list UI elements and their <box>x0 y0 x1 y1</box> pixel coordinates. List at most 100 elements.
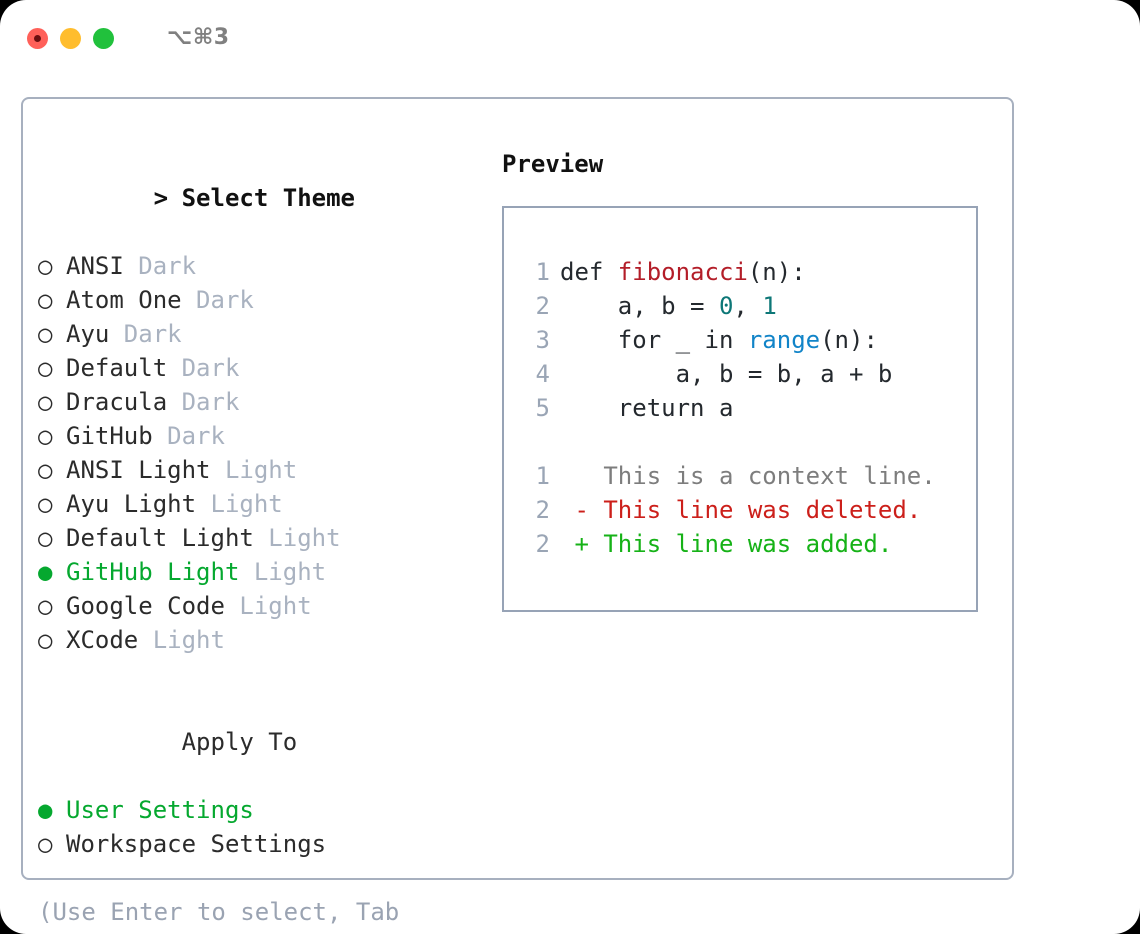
diff-sample: 1 This is a context line.2 - This line w… <box>504 459 976 561</box>
theme-option-ayu-light[interactable]: ○ Ayu Light Light <box>38 487 488 521</box>
theme-variant-badge: Light <box>224 592 312 620</box>
theme-option-label: ANSI <box>66 252 124 280</box>
code-text: (n): <box>747 258 806 286</box>
theme-variant-badge: Dark <box>109 320 182 348</box>
prompt-caret-icon: > <box>153 184 169 212</box>
apply-to-option-workspace-settings[interactable]: ○ Workspace Settings <box>38 827 488 861</box>
theme-variant-badge: Light <box>196 490 283 518</box>
code-text: a, b = b, a + b <box>560 360 893 388</box>
theme-option-xcode[interactable]: ○ XCode Light <box>38 623 488 657</box>
theme-selector-card: >Select Theme ○ANSI Dark○Atom One Dark○A… <box>21 97 1014 934</box>
line-number: 2 <box>535 496 550 524</box>
code-text: (n): <box>820 326 878 354</box>
theme-option-default-light[interactable]: ○ Default Light Light <box>38 521 488 555</box>
theme-option-ayu[interactable]: ○Ayu Dark <box>38 317 488 351</box>
radio-unselected-icon: ○ <box>38 524 53 552</box>
theme-option-label: ANSI Light <box>66 456 211 484</box>
theme-option-label: XCode <box>66 626 139 654</box>
radio-unselected-icon: ○ <box>38 830 53 858</box>
line-number: 3 <box>535 326 550 354</box>
diff-line: 2 + This line was added. <box>504 527 976 561</box>
theme-option-label: Dracula <box>66 388 168 416</box>
code-token-fn: fibonacci <box>617 258 748 286</box>
theme-option-github[interactable]: ○ GitHub Dark <box>38 419 488 453</box>
apply-to-option-user-settings[interactable]: ●User Settings <box>38 793 488 827</box>
radio-unselected-icon: ○ <box>38 286 53 314</box>
code-line: 2 a, b = 0, 1 <box>504 289 976 323</box>
select-theme-heading: > Select Theme <box>38 147 488 249</box>
title-bar: ⌥⌘3 <box>0 0 1140 76</box>
theme-option-label: Ayu Light <box>66 490 197 518</box>
theme-option-google-code[interactable]: ○ Google Code Light <box>38 589 488 623</box>
line-number: 1 <box>535 462 550 490</box>
line-number: 2 <box>535 530 550 558</box>
code-token-num: 1 <box>762 292 777 320</box>
code-text: for _ in <box>560 326 748 354</box>
theme-option-github-light[interactable]: ●GitHub Light Light <box>38 555 488 589</box>
theme-list-column: >Select Theme ○ANSI Dark○Atom One Dark○A… <box>38 147 488 934</box>
line-number: 1 <box>535 258 550 286</box>
minimize-window-button[interactable] <box>60 27 81 49</box>
theme-option-dracula[interactable]: ○ Dracula Dark <box>38 385 488 419</box>
select-theme-heading-label: Select Theme <box>181 184 355 212</box>
theme-option-list[interactable]: ○ANSI Dark○Atom One Dark○Ayu Dark○Defaul… <box>38 249 488 657</box>
theme-option-label: Atom One <box>66 286 182 314</box>
line-number: 2 <box>535 292 550 320</box>
close-window-button[interactable] <box>27 27 48 49</box>
code-text: def <box>560 258 618 286</box>
theme-variant-badge: Light <box>138 626 225 654</box>
radio-unselected-icon: ○ <box>38 354 53 382</box>
theme-variant-badge: Light <box>210 456 298 484</box>
preview-heading: Preview <box>502 150 604 178</box>
radio-unselected-icon: ○ <box>38 626 53 654</box>
radio-unselected-icon: ○ <box>38 490 53 518</box>
preview-spacer <box>504 425 976 459</box>
radio-unselected-icon: ○ <box>38 388 53 416</box>
window-controls <box>27 27 114 49</box>
code-text: return a <box>560 394 734 422</box>
code-token-num: 0 <box>718 292 734 320</box>
theme-variant-badge: Dark <box>152 422 225 450</box>
theme-variant-badge: Dark <box>181 286 254 314</box>
keyboard-shortcut-label: ⌥⌘3 <box>167 25 230 50</box>
theme-variant-badge: Dark <box>167 354 240 382</box>
code-line: 1 def fibonacci(n): <box>504 255 976 289</box>
theme-option-ansi[interactable]: ○ANSI Dark <box>38 249 488 283</box>
code-text: a, b = <box>560 292 719 320</box>
theme-option-default[interactable]: ○Default Dark <box>38 351 488 385</box>
theme-option-label: Default Light <box>66 524 254 552</box>
theme-option-atom-one[interactable]: ○ Atom One Dark <box>38 283 488 317</box>
theme-variant-badge: Light <box>253 524 341 552</box>
theme-option-label: Google Code <box>66 592 225 620</box>
apply-to-option-label: Workspace Settings <box>66 830 327 858</box>
maximize-window-button[interactable] <box>93 27 114 49</box>
code-token-call: range <box>747 326 821 354</box>
theme-option-label: GitHub <box>66 422 153 450</box>
code-line: 5 return a <box>504 391 976 425</box>
line-number: 5 <box>535 394 550 422</box>
theme-variant-badge: Dark <box>167 388 240 416</box>
code-text: , <box>733 292 763 320</box>
diff-line-text: + This line was added. <box>560 530 893 558</box>
diff-line: 2 - This line was deleted. <box>504 493 976 527</box>
apply-to-option-list[interactable]: ●User Settings ○ Workspace Settings <box>38 793 488 861</box>
radio-selected-icon: ● <box>38 558 53 586</box>
radio-unselected-icon: ○ <box>38 592 53 620</box>
apply-to-heading-label: Apply To <box>181 728 298 756</box>
radio-unselected-icon: ○ <box>38 320 53 348</box>
theme-variant-badge: Dark <box>123 252 197 280</box>
apply-to-heading: Apply To <box>38 691 488 793</box>
apply-to-marker <box>154 725 182 759</box>
radio-selected-icon: ● <box>38 796 53 824</box>
diff-line-text: This is a context line. <box>560 462 936 490</box>
theme-variant-badge: Light <box>239 558 327 586</box>
radio-unselected-icon: ○ <box>38 422 53 450</box>
theme-option-ansi-light[interactable]: ○ANSI Light Light <box>38 453 488 487</box>
code-line: 4 a, b = b, a + b <box>504 357 976 391</box>
line-number: 4 <box>535 360 550 388</box>
diff-line: 1 This is a context line. <box>504 459 976 493</box>
